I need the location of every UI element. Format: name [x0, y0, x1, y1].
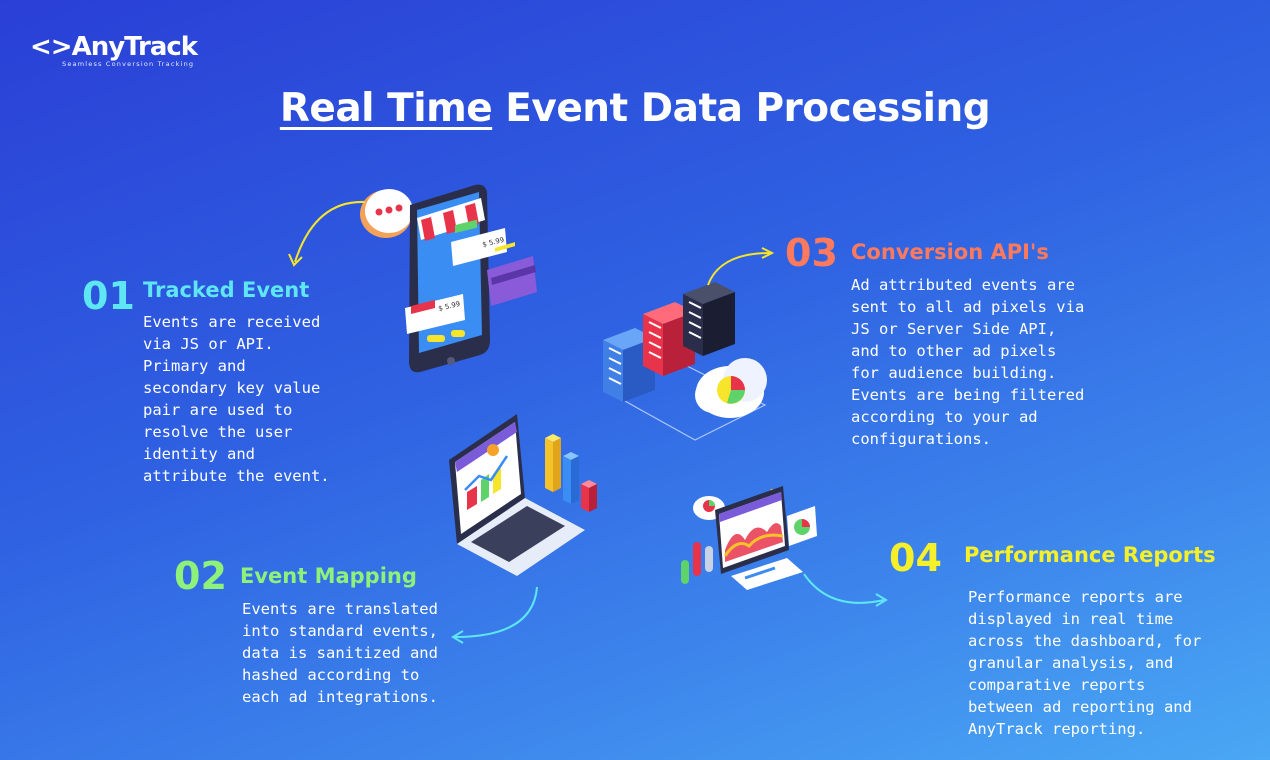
arrow-to-step-2: [451, 586, 538, 644]
bar-chart-icon: [545, 434, 597, 512]
logo-wordmark: <>AnyTrack: [30, 32, 198, 62]
step-2-heading: Event Mapping: [240, 564, 417, 588]
step-1-heading: Tracked Event: [143, 278, 310, 302]
step-3-description: Ad attributed events are sent to all ad …: [851, 276, 1085, 448]
price-tag-1: $ 5.99: [451, 219, 507, 266]
credit-card-icon: [487, 242, 537, 306]
logo-tagline: Seamless Conversion Tracking: [62, 60, 195, 68]
step-2-description: Events are translated into standard even…: [242, 600, 438, 706]
step-2-number: 02: [174, 554, 227, 598]
laptop-icon: [449, 414, 585, 576]
phone-shop-illustration: $ 5.99 $ 5.99: [360, 184, 537, 373]
reports-dashboard-illustration: ₿: [681, 486, 817, 590]
step-1-number: 01: [82, 274, 135, 318]
laptop-chart-illustration: [449, 414, 597, 576]
title-rest: Event Data Processing: [492, 86, 991, 131]
server-rack-red: [643, 302, 695, 376]
chat-bubble-icon: [360, 189, 413, 238]
keyboard-card-icon: [731, 558, 803, 590]
step-4-heading: Performance Reports: [964, 543, 1216, 567]
arrow-to-step-3: [707, 247, 775, 286]
server-rack-dark: [683, 282, 735, 356]
title-underlined: Real Time: [279, 86, 493, 131]
pie-card-icon: [787, 506, 817, 546]
arrow-to-step-1: [288, 200, 366, 267]
arrow-to-step-4: [803, 573, 888, 607]
step-3-number: 03: [785, 231, 838, 275]
logo: <>AnyTrack Seamless Conversion Tracking: [30, 32, 198, 68]
servers-cloud-illustration: [603, 282, 767, 441]
step-1-description: Events are received via JS or API. Prima…: [143, 313, 330, 485]
price-tag-2: $ 5.99: [405, 294, 465, 334]
step-4-number: 04: [889, 536, 942, 580]
smartphone-icon: [409, 184, 490, 373]
dashboard-screen-icon: [715, 486, 789, 574]
step-3-heading: Conversion API's: [851, 240, 1049, 264]
step-4-description: Performance reports are displayed in rea…: [968, 588, 1202, 738]
page-title: Real Time Event Data Processing: [0, 86, 1270, 131]
cloud-pie-chart-icon: [695, 358, 767, 418]
cylinder-bars-icon: [681, 542, 713, 584]
